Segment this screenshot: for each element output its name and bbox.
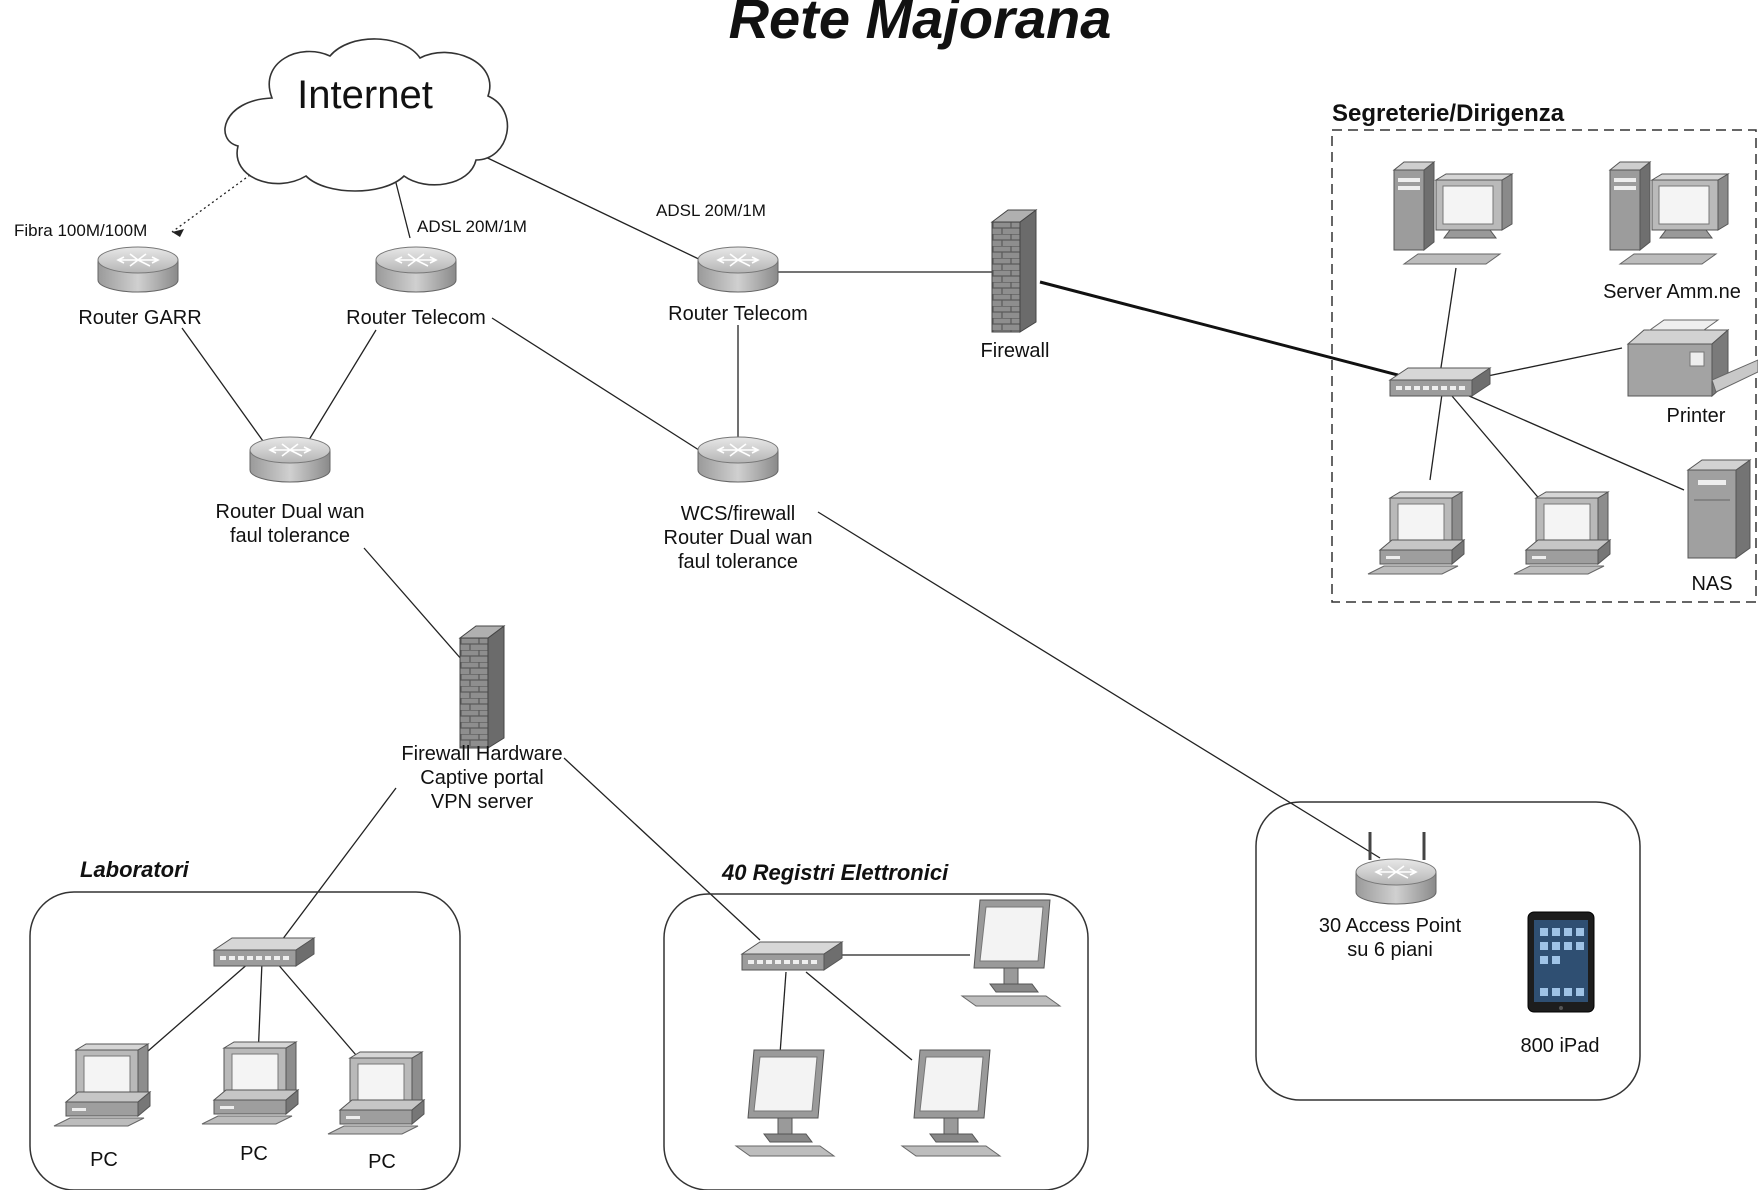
router-dualwan-icon[interactable]	[249, 436, 331, 483]
links	[139, 139, 1685, 1063]
segreterie-pc-2-icon[interactable]	[1367, 491, 1465, 575]
segreterie-pc-icon[interactable]	[1393, 161, 1513, 265]
lab-pc-1-label: PC	[90, 1149, 118, 1171]
firewall-label: Firewall	[981, 340, 1050, 362]
router-telecom-1-icon[interactable]	[375, 246, 457, 293]
garr-dualwan-link	[181, 327, 269, 449]
registri-group-box	[663, 893, 1089, 1190]
ipad-label: 800 iPad	[1521, 1035, 1600, 1057]
firewall-hw-label-1: Firewall Hardware	[401, 743, 562, 765]
reg-link-left	[779, 971, 787, 1055]
reg-link-right	[805, 971, 913, 1061]
lab-pc-2-icon[interactable]	[201, 1041, 299, 1125]
page-title: Rete Majorana	[729, 0, 1112, 50]
registri-monitor-3-icon[interactable]	[901, 1049, 1001, 1157]
telecom-dualwan-link	[303, 329, 377, 449]
registri-switch-icon[interactable]	[741, 941, 843, 971]
nas-icon[interactable]	[1686, 459, 1752, 559]
access-point-label-1: 30 Access Point	[1319, 915, 1462, 937]
adsl-label-2: ADSL 20M/1M	[656, 201, 766, 220]
lab-link-pc1	[139, 961, 251, 1059]
firewall-hw-label-3: VPN server	[431, 791, 534, 813]
internet-cloud-icon	[224, 38, 509, 192]
lab-link-pc3	[275, 961, 363, 1063]
firewall-hw-label-2: Captive portal	[420, 767, 543, 789]
seg-link-pc4	[1451, 395, 1543, 503]
access-point-label-2: su 6 piani	[1347, 939, 1433, 961]
laboratori-title: Laboratori	[80, 857, 190, 882]
seg-link-printer	[1477, 347, 1623, 379]
firewall-hardware-icon[interactable]	[459, 625, 505, 749]
firewallhw-lab-link	[281, 787, 397, 941]
registri-monitor-2-icon[interactable]	[735, 1049, 835, 1157]
adsl-label-1: ADSL 20M/1M	[417, 217, 527, 236]
firewall-switch-link[interactable]	[1039, 280, 1399, 377]
fibra-link	[171, 174, 251, 233]
seg-link-pc1	[1439, 267, 1457, 375]
registri-title: 40 Registri Elettronici	[721, 860, 949, 885]
router-dualwan-label-2: faul tolerance	[230, 525, 350, 547]
internet-label: Internet	[297, 73, 433, 117]
lab-pc-2-label: PC	[240, 1143, 268, 1165]
router-telecom-2-icon[interactable]	[697, 246, 779, 293]
laboratori-group-box	[29, 891, 461, 1190]
segreterie-pc-3-icon[interactable]	[1513, 491, 1611, 575]
segreterie-switch-icon[interactable]	[1389, 367, 1491, 397]
router-dualwan-label-1: Router Dual wan	[216, 501, 365, 523]
router-wcs-label-1: WCS/firewall	[681, 503, 795, 525]
router-telecom-1-label: Router Telecom	[346, 307, 486, 329]
wireless-group-box	[1255, 801, 1641, 1101]
adsl-link-1	[393, 174, 411, 239]
seg-link-nas	[1459, 391, 1685, 491]
firewallhw-registri-link	[563, 757, 761, 941]
dualwan-firewallhw-link	[363, 547, 463, 661]
seg-link-pc3	[1429, 393, 1443, 481]
router-garr-icon[interactable]	[97, 246, 179, 293]
router-wcs-label-2: Router Dual wan	[664, 527, 813, 549]
router-garr-label: Router GARR	[78, 307, 201, 329]
access-point-icon[interactable]	[1355, 832, 1437, 905]
lab-pc-1-icon[interactable]	[53, 1043, 151, 1127]
nas-label: NAS	[1691, 573, 1732, 595]
segreterie-title: Segreterie/Dirigenza	[1332, 100, 1565, 127]
fibra-arrow	[172, 229, 184, 237]
firewall-icon[interactable]	[991, 209, 1037, 333]
lab-pc-3-icon[interactable]	[327, 1051, 425, 1135]
router-wcs-label-3: faul tolerance	[678, 551, 798, 573]
ipad-icon[interactable]	[1527, 911, 1595, 1013]
telecom-wcs-link	[491, 317, 703, 453]
fibra-label: Fibra 100M/100M	[14, 221, 147, 240]
router-wcs-icon[interactable]	[697, 436, 779, 483]
printer-label: Printer	[1667, 405, 1726, 427]
lab-switch-icon[interactable]	[213, 937, 315, 967]
server-icon[interactable]	[1609, 161, 1729, 265]
adsl-link-2	[449, 139, 706, 263]
wcs-accesspoint-link	[817, 511, 1381, 859]
server-label: Server Amm.ne	[1603, 281, 1741, 303]
router-telecom-2-label: Router Telecom	[668, 303, 808, 325]
printer-icon[interactable]	[1626, 319, 1758, 398]
lab-pc-3-label: PC	[368, 1151, 396, 1173]
registri-monitor-1-icon[interactable]	[961, 899, 1061, 1007]
